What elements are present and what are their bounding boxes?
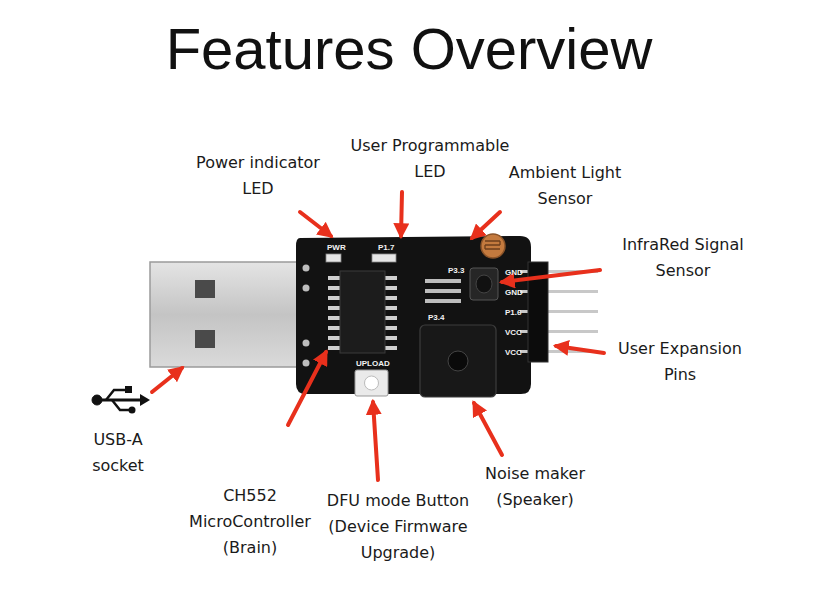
silkscreen-label: P3.4 — [428, 313, 444, 322]
silkscreen-label: VCC — [505, 328, 522, 337]
buzzer — [420, 325, 496, 397]
silkscreen-label: P1.6 — [505, 308, 521, 317]
callout-label: Ambient Light Sensor — [495, 160, 635, 212]
silkscreen-label: P1.7 — [378, 243, 394, 252]
callout-label: User Programmable LED — [345, 133, 515, 185]
pads — [425, 279, 461, 303]
leader-arrows — [152, 192, 604, 480]
silkscreen-label: UPLOAD — [356, 359, 390, 368]
light-sensor — [481, 234, 505, 258]
callout-label: User Expansion Pins — [610, 336, 750, 388]
callout-label: Power indicator LED — [186, 150, 331, 202]
ir-sensor — [470, 268, 498, 300]
silkscreen-label: GND — [505, 288, 523, 297]
dfu-button — [355, 370, 388, 396]
edge-pads — [303, 265, 310, 367]
silkscreen-label: VCC — [505, 348, 522, 357]
callout-label: USB-A socket — [78, 427, 158, 479]
callout-label: Noise maker (Speaker) — [473, 461, 598, 513]
usb-plug — [150, 262, 302, 367]
silkscreen-label: P3.3 — [448, 266, 464, 275]
callout-label: InfraRed Signal Sensor — [608, 232, 758, 284]
callout-label: CH552 MicroController (Brain) — [175, 483, 325, 561]
silkscreen-label: PWR — [327, 243, 346, 252]
user-led — [372, 254, 396, 262]
callout-label: DFU mode Button (Device Firmware Upgrade… — [321, 488, 476, 566]
microcontroller-chip — [328, 271, 397, 353]
silkscreen-label: GND — [505, 268, 523, 277]
title: Features Overview — [0, 14, 818, 84]
power-led — [326, 254, 341, 262]
usb-symbol — [92, 386, 150, 414]
